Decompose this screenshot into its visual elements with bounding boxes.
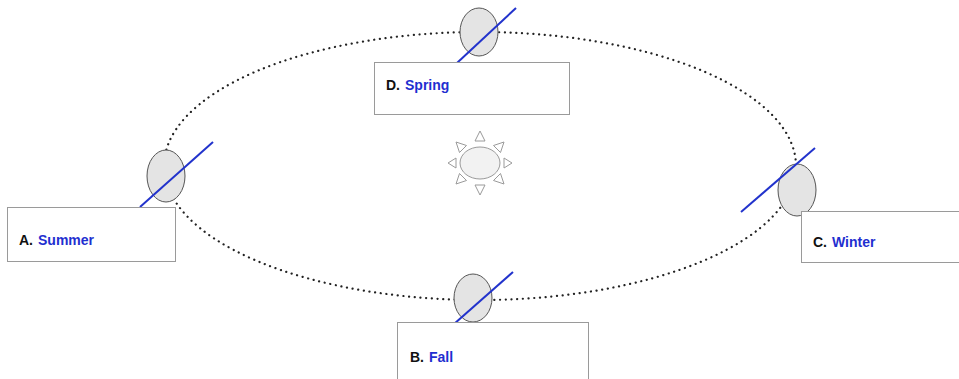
season-label-box: D. Spring — [374, 62, 570, 115]
season-name: Winter — [832, 234, 875, 250]
sun-symbol — [448, 131, 512, 195]
label-line: D. Spring — [386, 77, 559, 93]
season-name: Fall — [429, 349, 453, 365]
letter-label: B. — [410, 349, 424, 365]
label-line: B. Fall — [410, 349, 578, 365]
season-name: Spring — [405, 77, 449, 93]
season-label-box: A. Summer — [7, 207, 176, 262]
letter-label: A. — [19, 232, 33, 248]
earth-symbol — [140, 142, 213, 207]
earth-symbol — [741, 148, 816, 216]
label-line: C. Winter — [813, 234, 959, 250]
season-label-box: B. Fall — [397, 322, 589, 379]
season-name: Summer — [38, 232, 94, 248]
letter-label: D. — [386, 77, 400, 93]
orbit-path — [164, 32, 796, 300]
letter-label: C. — [813, 234, 827, 250]
label-line: A. Summer — [19, 232, 165, 248]
season-label-box: C. Winter — [801, 211, 959, 263]
